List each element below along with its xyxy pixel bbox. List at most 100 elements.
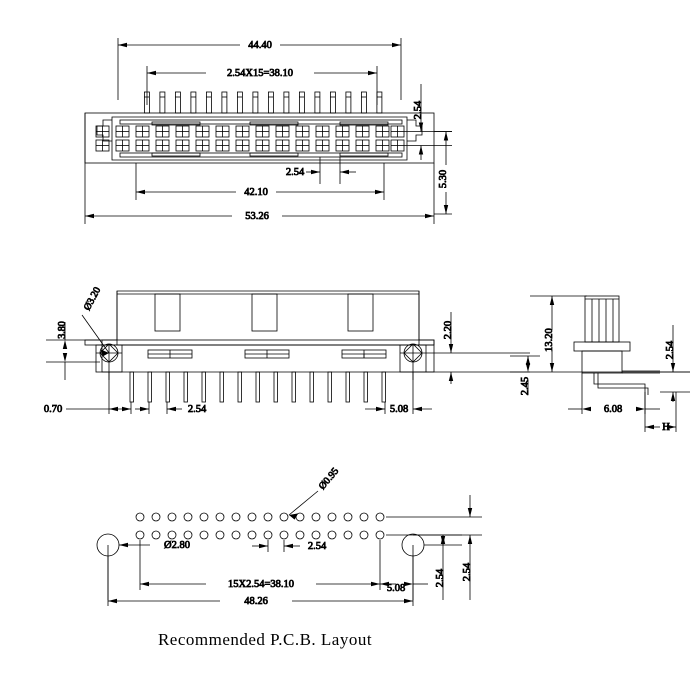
pcb-pad-row-top <box>135 512 385 522</box>
contact-cell <box>135 125 150 138</box>
pin <box>159 91 166 114</box>
dim-pcb-edge-to-hole: 5.08 <box>380 581 428 594</box>
dim-text-pad-pitch: 2.54 <box>308 541 327 552</box>
dim-text-pin-to-hole: 5.08 <box>390 404 408 415</box>
dim-text-section-row-pitch: 2.54 <box>665 340 676 359</box>
contact-cell <box>215 139 230 152</box>
dim-tail-length: 2.45 <box>510 355 540 396</box>
contact-cell <box>195 139 210 152</box>
contact-cell <box>195 125 210 138</box>
dim-text-board-offset: 2.20 <box>443 321 454 339</box>
pin <box>298 91 305 114</box>
contact-cell <box>375 125 390 138</box>
dim-flange-length: 53.26 <box>84 163 435 224</box>
contact-cell <box>115 139 130 152</box>
pin <box>252 91 259 114</box>
pcb-pad-row-bottom <box>135 530 385 540</box>
contact-cell <box>375 139 390 152</box>
dim-text-pcb-overall: 48.26 <box>244 596 268 607</box>
pin-row-top <box>143 91 383 114</box>
dim-text-tail-length: 2.45 <box>520 377 531 395</box>
latch-right <box>407 119 423 142</box>
dim-text-total-height: 13.20 <box>544 328 555 352</box>
dim-body-length: 42.10 <box>135 163 385 200</box>
contact-cell <box>115 125 130 138</box>
dim-text-overall-pin-span: 44.40 <box>248 40 272 51</box>
pin <box>143 91 150 114</box>
pin <box>329 91 336 114</box>
contact-cell <box>355 139 370 152</box>
side-view-group: Ø3.20 3.80 0.70 <box>43 285 530 415</box>
dim-text-variant-h: H <box>662 422 670 433</box>
pin <box>190 91 197 114</box>
contact-cell <box>315 125 330 138</box>
contact-cell <box>255 139 270 152</box>
contact-cell <box>275 139 290 152</box>
section-view-group: 13.20 2.45 6.08 <box>510 295 690 433</box>
housing-rails <box>119 119 403 158</box>
dim-text-pcb-row-pitch: 2.54 <box>462 562 473 581</box>
contact-cell <box>175 125 190 138</box>
contact-grid <box>95 125 405 152</box>
dim-text-flange-edge: 3.80 <box>57 321 68 339</box>
dim-pcb-pitch-string: 15X2.54=38.10 <box>139 540 381 590</box>
contact-cell <box>155 139 170 152</box>
pcb-layout-title: Recommended P.C.B. Layout <box>158 630 372 649</box>
dim-end-to-pin: 0.70 <box>43 372 132 415</box>
pin <box>221 91 228 114</box>
dim-variant-h: H <box>644 392 677 433</box>
pin <box>376 91 383 114</box>
pin <box>205 91 212 114</box>
side-contact-slots <box>147 349 387 359</box>
dim-text-pcb-edge-to-hole: 5.08 <box>387 583 405 594</box>
contact-cell <box>95 139 110 152</box>
dim-total-height: 13.20 <box>530 295 587 372</box>
side-pin-tails <box>129 371 386 403</box>
dim-text-pcb-pitch-string: 15X2.54=38.10 <box>228 579 294 590</box>
dim-text-pin-pitch-side: 2.54 <box>188 404 207 415</box>
contact-cell <box>175 139 190 152</box>
dim-text-mount-hole-dia: Ø2.80 <box>164 540 190 551</box>
dim-pin-pitch-side: 2.54 <box>135 402 207 415</box>
contact-cell <box>235 139 250 152</box>
dim-text-pitch-center-top: 2.54 <box>286 167 305 178</box>
dim-text-row-pitch-top: 2.54 <box>413 100 424 119</box>
dim-text-body-length: 42.10 <box>244 187 268 198</box>
pin <box>283 91 290 114</box>
dim-text-flange-length: 53.26 <box>245 211 269 222</box>
contact-cell <box>255 125 270 138</box>
pin <box>345 91 352 114</box>
contact-cell <box>315 139 330 152</box>
dim-text-body-height: 5.30 <box>438 170 449 188</box>
dim-section-row-pitch: 2.54 <box>660 325 690 402</box>
contact-cell <box>335 139 350 152</box>
dim-body-height: 5.30 <box>434 131 452 215</box>
pin <box>360 91 367 114</box>
dim-mount-hole-dia: Ø2.80 <box>119 540 190 551</box>
contact-cell <box>95 125 110 138</box>
dim-text-end-to-pin: 0.70 <box>44 404 62 415</box>
contact-cell <box>335 125 350 138</box>
housing-outline <box>111 116 408 161</box>
contact-cell <box>215 125 230 138</box>
contact-cell <box>235 125 250 138</box>
contact-cell <box>135 139 150 152</box>
contact-cell <box>355 125 370 138</box>
pin <box>267 91 274 114</box>
dim-text-pcb-hole-to-row: 2.54 <box>435 568 446 587</box>
pin <box>174 91 181 114</box>
dim-pitch-top: 2.54X15=38.10 <box>146 66 378 105</box>
dim-overall-pin-span: 44.40 <box>117 38 402 100</box>
dim-pcb-row-pitch: 2.54 <box>386 495 482 600</box>
contact-cell <box>295 125 310 138</box>
pin <box>236 91 243 114</box>
dim-pitch-center-top: 2.54 <box>285 157 356 184</box>
dim-text-pitch-top: 2.54X15=38.10 <box>227 68 293 79</box>
pin <box>314 91 321 114</box>
pcb-layout-group: Ø0.95 Ø2.80 2.54 15X2.54=38.10 <box>96 466 482 607</box>
contact-cell <box>295 139 310 152</box>
top-view-group: 44.40 2.54X15=38.10 <box>84 38 452 224</box>
dim-pad-pitch: 2.54 <box>252 540 327 552</box>
